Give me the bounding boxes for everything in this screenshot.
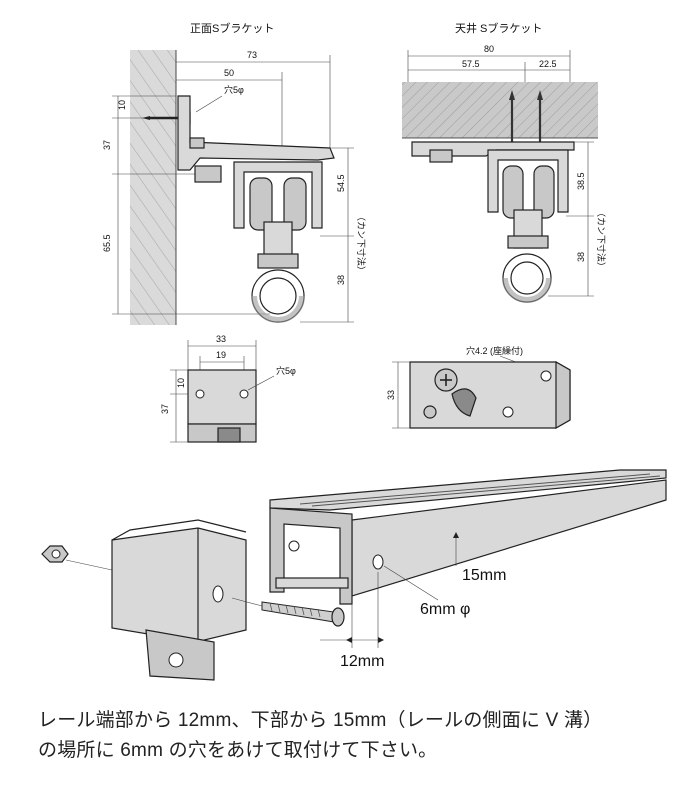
small-hole-right	[239, 389, 249, 399]
bracket-3d	[111, 527, 247, 643]
runner-wheel-right	[283, 177, 307, 231]
ceiling-bracket-title: 天井 Sブラケット	[455, 21, 542, 35]
dim-19-small: 19	[216, 350, 226, 360]
dim-37-small: 37	[160, 404, 170, 414]
note-line-1: レール端部から 12mm、下部から 15mm（レールの側面に V 溝）	[38, 710, 603, 731]
hex-nut	[41, 545, 113, 571]
dim-545: 54.5	[336, 174, 346, 192]
dim-38-ceiling: 38	[576, 252, 586, 262]
installation-note: レール端部から 12mm、下部から 15mm（レールの側面に V 溝） の場所に…	[38, 706, 678, 766]
label-12mm: 12mm	[340, 653, 384, 670]
dim-385: 38.5	[576, 172, 586, 190]
dim-73: 73	[247, 50, 257, 60]
hole-label-front: 穴5φ	[224, 84, 244, 95]
dim-225: 22.5	[539, 59, 557, 69]
dim-37-left: 37	[102, 140, 112, 150]
small-hole-left	[195, 389, 205, 399]
wall-fill	[130, 50, 176, 325]
dim-575: 57.5	[462, 59, 480, 69]
label-15mm: 15mm	[462, 567, 506, 584]
kan-label-front: （カン下寸法）	[356, 212, 367, 275]
small-front-bracket: 33 19 穴5φ 10 37	[160, 334, 296, 443]
small-ceiling-bracket: 穴4.2 (座繰付) 33	[386, 345, 571, 430]
dim-33-small: 33	[216, 334, 226, 344]
hole-6mm	[372, 554, 384, 570]
front-bracket	[177, 95, 335, 171]
front-bracket-title: 正面Sブラケット	[190, 21, 274, 35]
runner-wheel-left	[249, 177, 273, 231]
hole-label-ceiling-small: 穴4.2 (座繰付)	[466, 345, 523, 356]
front-bracket-drawing: 正面Sブラケット 73 50 穴5φ 10 37 65.5	[102, 21, 367, 325]
dim-80: 80	[484, 44, 494, 54]
ceiling-rail-profile	[487, 149, 569, 213]
dim-33-ceiling-small: 33	[386, 390, 396, 400]
rail-3d-detail: 6mm φ 15mm 12mm	[41, 469, 667, 681]
kan-label-ceiling: （カン下寸法）	[596, 208, 607, 271]
bracket-nut	[194, 165, 222, 183]
ceiling-bracket-drawing: 天井 Sブラケット 80 57.5 22.5	[402, 21, 607, 303]
slot	[451, 388, 477, 417]
label-6mm: 6mm φ	[420, 601, 470, 618]
ceiling-screws	[509, 90, 543, 146]
dim-10-left: 10	[117, 100, 127, 110]
note-line-2: の場所に 6mm の穴をあけて取付けて下さい。	[38, 740, 438, 761]
dim-38-front: 38	[336, 275, 346, 285]
runner-body	[263, 221, 293, 257]
mounting-screw	[231, 597, 345, 627]
dim-65-left: 65.5	[102, 234, 112, 252]
dim-10-small: 10	[176, 378, 186, 388]
rail-end	[269, 507, 353, 605]
hole-label-small: 穴5φ	[276, 365, 296, 376]
dim-50: 50	[224, 68, 234, 78]
front-rail-profile	[233, 161, 323, 229]
